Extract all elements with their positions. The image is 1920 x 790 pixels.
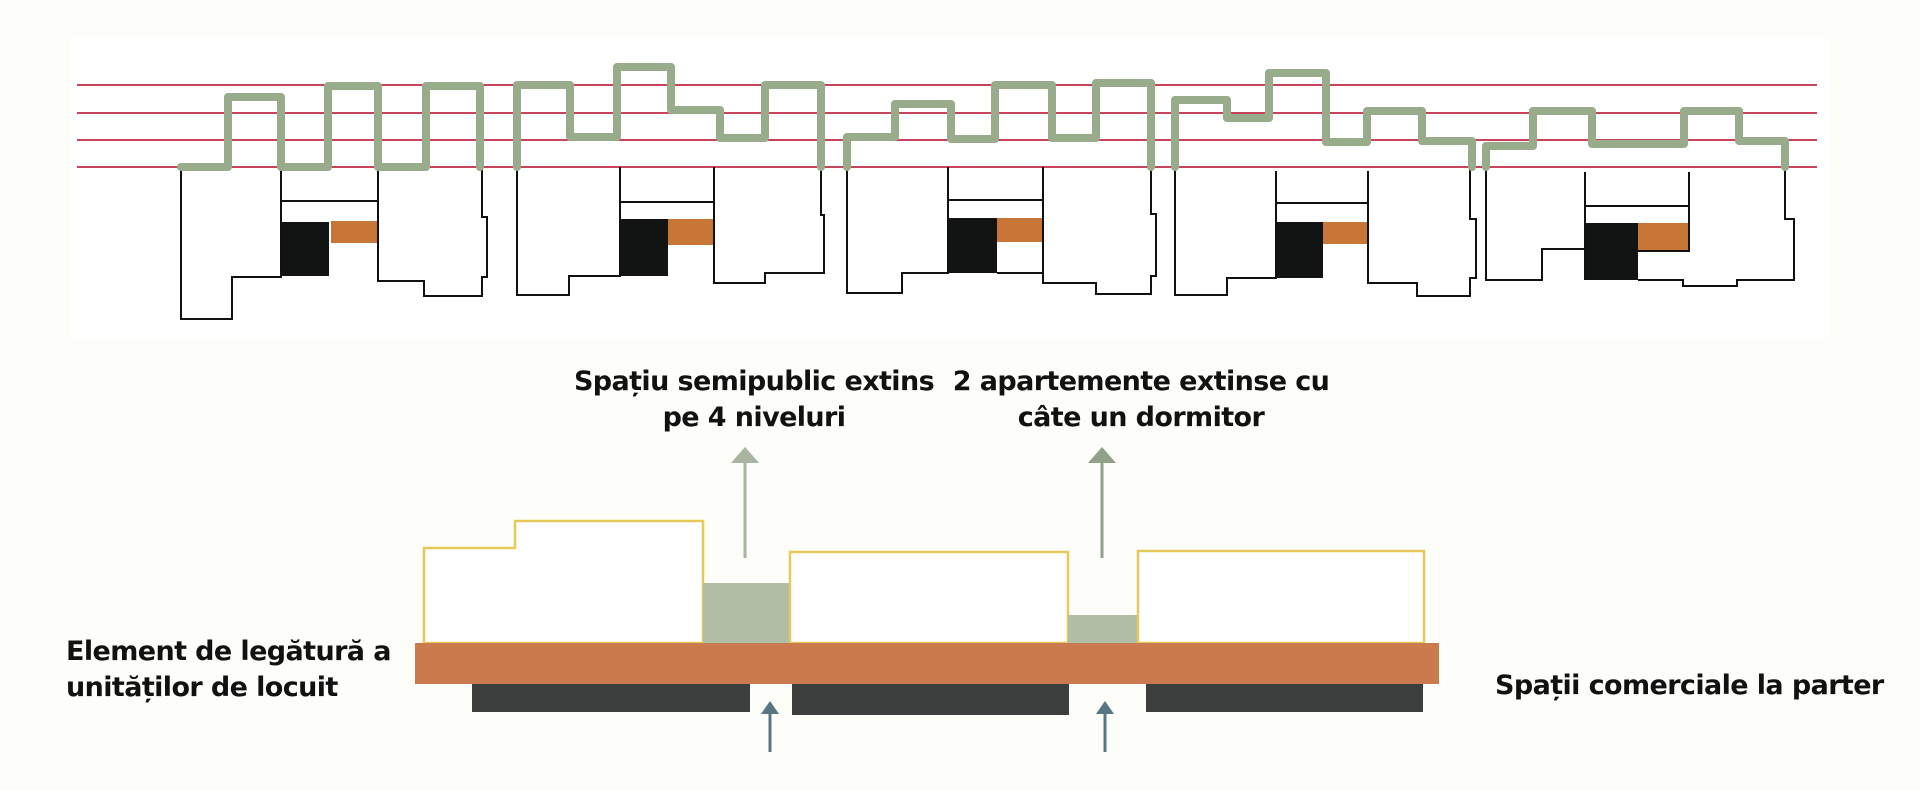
connector-block xyxy=(331,221,378,243)
connection-slab xyxy=(415,643,1439,684)
plan-unit-1 xyxy=(180,167,488,320)
connector-block xyxy=(1638,223,1689,251)
extension-profile-4 xyxy=(1171,69,1476,171)
arrow-head-icon xyxy=(761,701,779,714)
unit-outline-middle xyxy=(1585,172,1690,252)
unit-outline-left xyxy=(1174,167,1277,296)
unit-outline-left xyxy=(180,167,282,320)
label-line: pe 4 niveluri xyxy=(662,402,846,433)
core-block xyxy=(948,218,997,273)
extension-profile-5 xyxy=(1482,107,1789,171)
apartment-extension-block xyxy=(1068,615,1138,643)
core-block xyxy=(621,219,668,276)
label-semipublic-space: Spațiu semipublic extins pe 4 niveluri xyxy=(554,364,954,436)
extension-profiles xyxy=(177,63,1789,171)
arrow-entry-2 xyxy=(1096,701,1114,752)
extension-profile-1 xyxy=(177,82,484,171)
residential-volume-2 xyxy=(788,550,1070,645)
plan-unit-2 xyxy=(516,167,825,296)
arrow-up-apartments xyxy=(1088,447,1116,558)
label-line: Spațiu semipublic extins xyxy=(573,366,935,397)
connector-block xyxy=(668,219,714,245)
arrow-head-icon xyxy=(731,447,759,463)
core-block xyxy=(1585,223,1638,280)
label-line: unităților de locuit xyxy=(66,672,338,703)
unit-outline-right xyxy=(377,167,488,297)
unit-outline-left xyxy=(846,167,949,294)
unit-outline-right xyxy=(713,167,825,284)
arrow-head-icon xyxy=(1088,447,1116,463)
label-extended-apartments: 2 apartemente extinse cu câte un dormito… xyxy=(941,364,1341,436)
label-line: 2 apartemente extinse cu xyxy=(952,366,1330,397)
extension-profile-2 xyxy=(513,63,825,171)
arrow-head-icon xyxy=(1096,701,1114,714)
arrow-up-semipublic xyxy=(731,447,759,558)
unit-outline-right xyxy=(1367,167,1477,297)
label-commercial-spaces: Spații comerciale la parter xyxy=(1495,668,1884,704)
commercial-space-1 xyxy=(472,684,750,712)
residential-volume-3 xyxy=(1136,549,1426,645)
plan-unit-4 xyxy=(1174,167,1477,297)
label-line: Spații comerciale la parter xyxy=(1495,670,1884,701)
unit-outline-left xyxy=(1485,167,1586,281)
unit-outline-left xyxy=(516,167,621,296)
plan-unit-3 xyxy=(846,167,1157,295)
core-block xyxy=(1276,222,1323,278)
label-connection-element: Element de legătură a unităților de locu… xyxy=(66,634,391,706)
extension-profile-3 xyxy=(843,79,1155,171)
commercial-space-2 xyxy=(792,684,1069,715)
connector-block xyxy=(1323,222,1368,244)
semipublic-space-block xyxy=(703,583,790,643)
label-line: câte un dormitor xyxy=(1017,402,1265,433)
unit-outline-right xyxy=(1638,167,1795,287)
unit-outline-middle xyxy=(948,199,1043,274)
connector-block xyxy=(997,218,1043,242)
arrow-entry-1 xyxy=(761,701,779,752)
unit-outline-right xyxy=(1042,167,1157,295)
residential-volume-1 xyxy=(422,519,705,645)
core-block xyxy=(282,222,329,276)
section-diagram xyxy=(415,519,1439,715)
commercial-space-3 xyxy=(1146,684,1423,712)
plan-unit-5 xyxy=(1485,167,1795,287)
label-line: Element de legătură a xyxy=(66,636,391,667)
